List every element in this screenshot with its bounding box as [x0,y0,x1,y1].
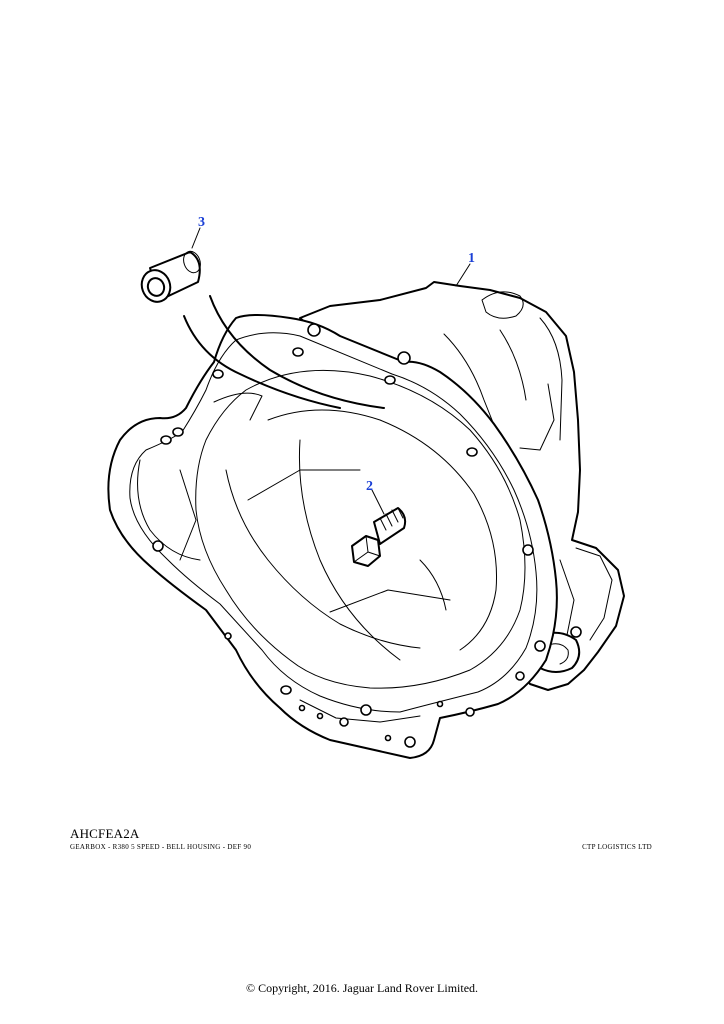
callout-1: 1 [468,251,475,266]
leader-lines [191,227,471,515]
vendor-name: CTP LOGISTICS LTD [582,843,652,851]
bell-housing-diagram: 1 2 3 [107,215,625,759]
bell-housing-flange [107,314,558,759]
bush-part [140,250,201,303]
callout-3: 3 [198,215,205,230]
diagram-code: AHCFEA2A [70,826,140,841]
bolt-part [351,507,407,567]
callout-2: 2 [366,479,373,494]
diagram-description: GEARBOX - R380 5 SPEED - BELL HOUSING - … [70,843,252,851]
release-arm-curves [183,295,385,409]
flange-bolt-holes [152,323,546,748]
copyright-notice: © Copyright, 2016. Jaguar Land Rover Lim… [245,981,479,995]
